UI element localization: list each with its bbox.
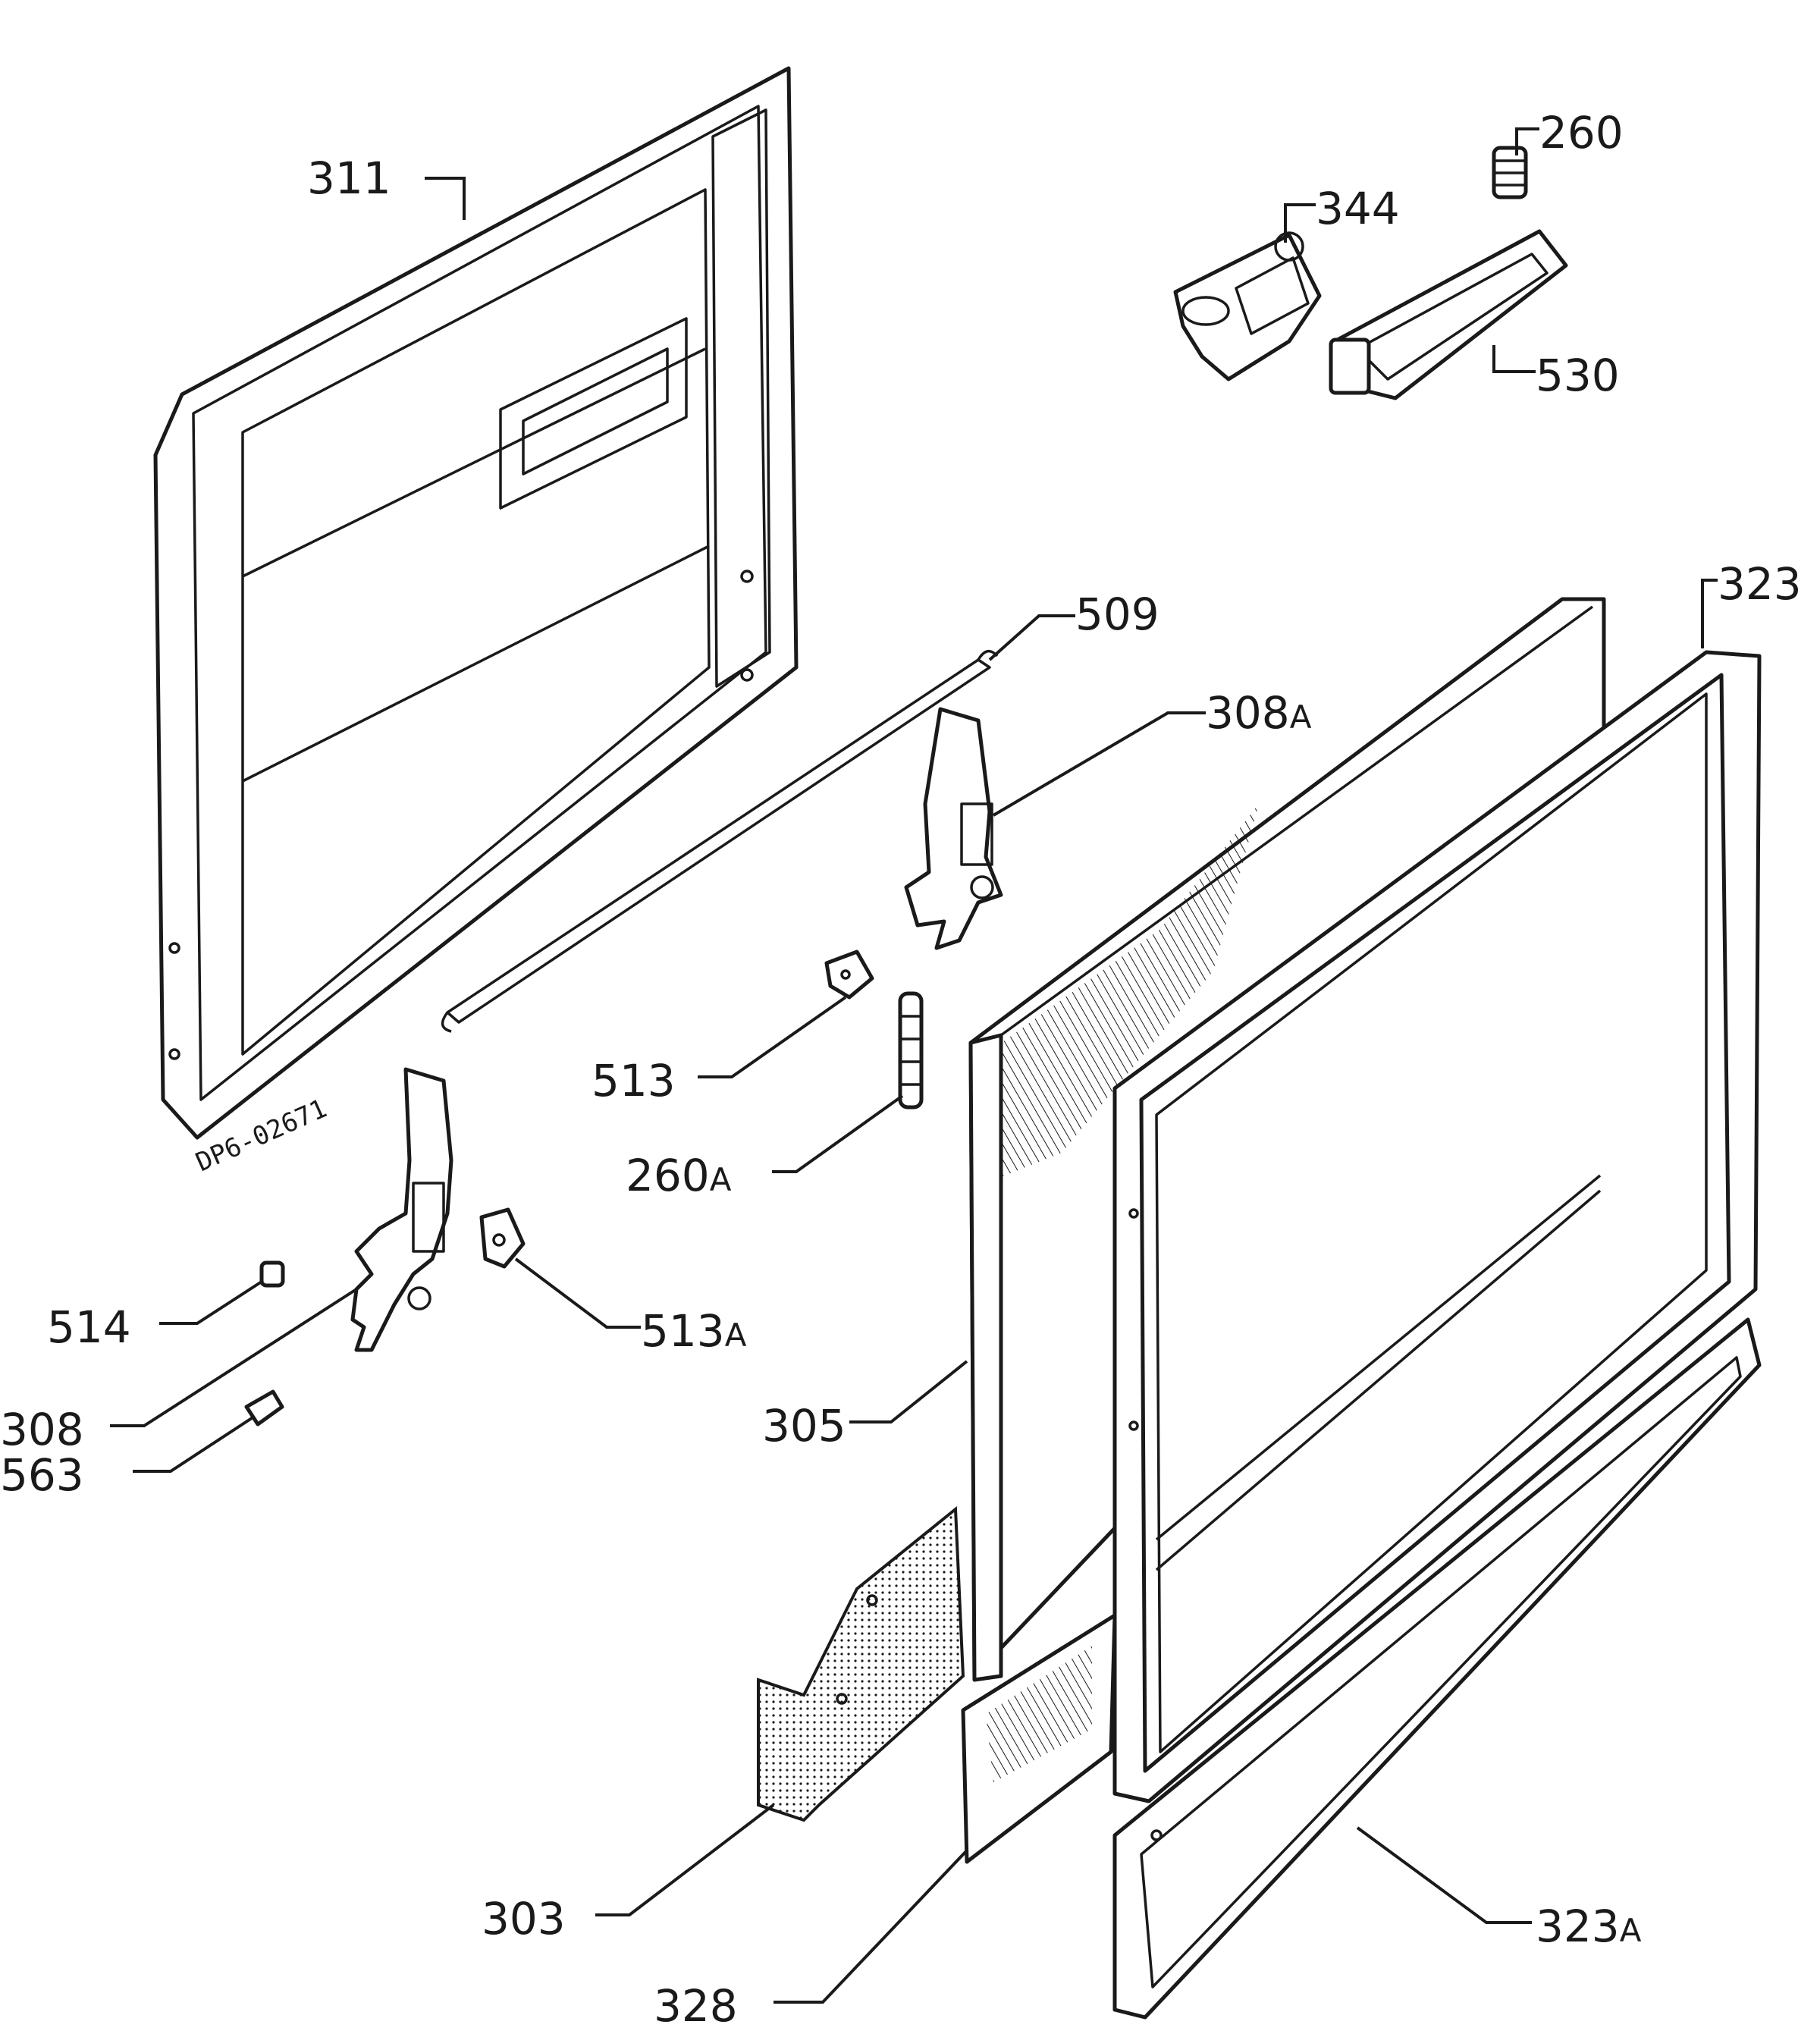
leader-513 xyxy=(698,996,847,1078)
leader-509 xyxy=(988,614,1075,661)
leader-323a xyxy=(1356,1826,1532,1924)
callout-513: 513 xyxy=(592,1055,676,1106)
callout-308: 308 xyxy=(0,1404,84,1455)
callout-308a: 308A xyxy=(1206,687,1312,739)
callout-513a: 513A xyxy=(641,1305,747,1357)
leader-260a xyxy=(772,1094,904,1173)
callout-530: 530 xyxy=(1536,350,1620,401)
leader-308 xyxy=(110,1288,358,1427)
callout-514: 514 xyxy=(47,1301,131,1353)
lower-strip-328 xyxy=(961,1613,1117,1864)
leader-lines xyxy=(110,127,1718,2004)
leader-530 xyxy=(1492,345,1536,373)
hinge-308a xyxy=(904,707,1003,950)
lower-frame-323a xyxy=(1112,1317,1762,2020)
leader-311 xyxy=(425,177,466,220)
spring-260a xyxy=(898,991,924,1110)
spring-260 xyxy=(1492,146,1528,199)
bracket-513 xyxy=(824,950,874,1000)
callout-328: 328 xyxy=(654,1980,738,2032)
leader-260 xyxy=(1515,127,1539,155)
callout-509: 509 xyxy=(1075,589,1159,640)
callout-260a: 260A xyxy=(626,1150,732,1201)
leader-563 xyxy=(133,1415,256,1473)
callout-305: 305 xyxy=(762,1400,846,1452)
leader-323 xyxy=(1701,579,1718,648)
hinge-308 xyxy=(350,1067,453,1352)
nut-plate-513a xyxy=(479,1207,526,1269)
leader-513a xyxy=(514,1257,641,1329)
callout-563: 563 xyxy=(0,1449,84,1501)
leader-344 xyxy=(1284,203,1316,243)
leader-303 xyxy=(595,1803,775,1916)
callout-344: 344 xyxy=(1316,183,1400,234)
latch-344 xyxy=(1173,231,1322,381)
callout-323: 323 xyxy=(1718,558,1802,610)
leader-514 xyxy=(159,1280,263,1325)
leader-305 xyxy=(849,1360,968,1423)
kick-plate-303 xyxy=(757,1505,965,1822)
nut-514 xyxy=(259,1260,285,1288)
front-frame-323 xyxy=(1112,650,1762,1803)
callout-303: 303 xyxy=(482,1893,566,1945)
callout-311: 311 xyxy=(307,152,391,204)
callout-323a: 323A xyxy=(1536,1901,1642,1952)
inner-door-panel-311 xyxy=(153,66,799,1140)
leader-328 xyxy=(774,1849,968,2004)
handle-530 xyxy=(1329,229,1568,400)
leader-308a xyxy=(992,711,1206,817)
callout-260: 260 xyxy=(1539,107,1624,159)
